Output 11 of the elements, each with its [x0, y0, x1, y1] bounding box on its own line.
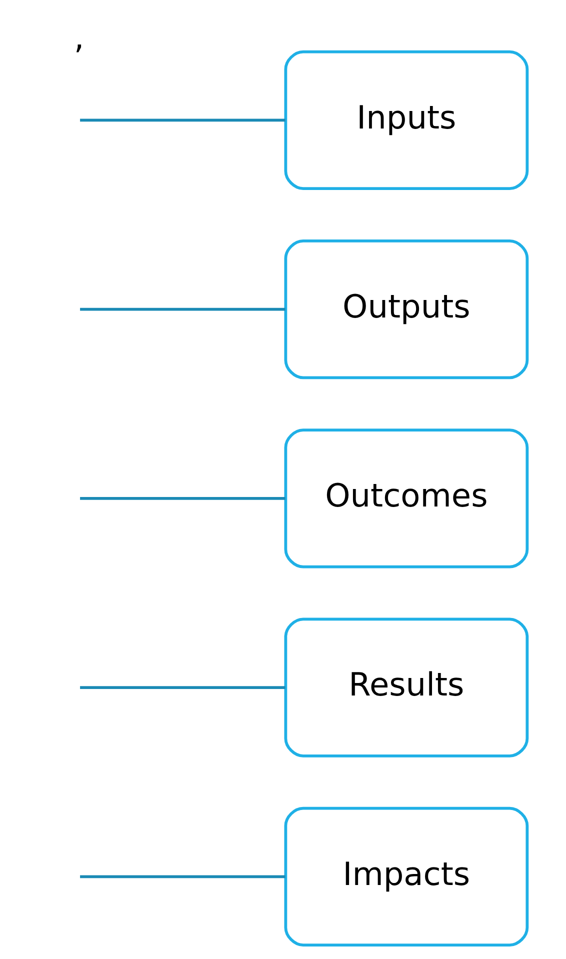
node-box: Results [284, 618, 528, 758]
node-box: Impacts [284, 806, 528, 946]
connector [80, 686, 285, 689]
node-box: Outcomes [284, 428, 528, 568]
node-box: Outputs [284, 239, 528, 380]
connector [80, 875, 285, 878]
connector [80, 118, 285, 122]
node-box: Inputs [284, 50, 528, 190]
label: , [74, 18, 84, 56]
connector [80, 496, 285, 500]
connector [80, 308, 285, 311]
